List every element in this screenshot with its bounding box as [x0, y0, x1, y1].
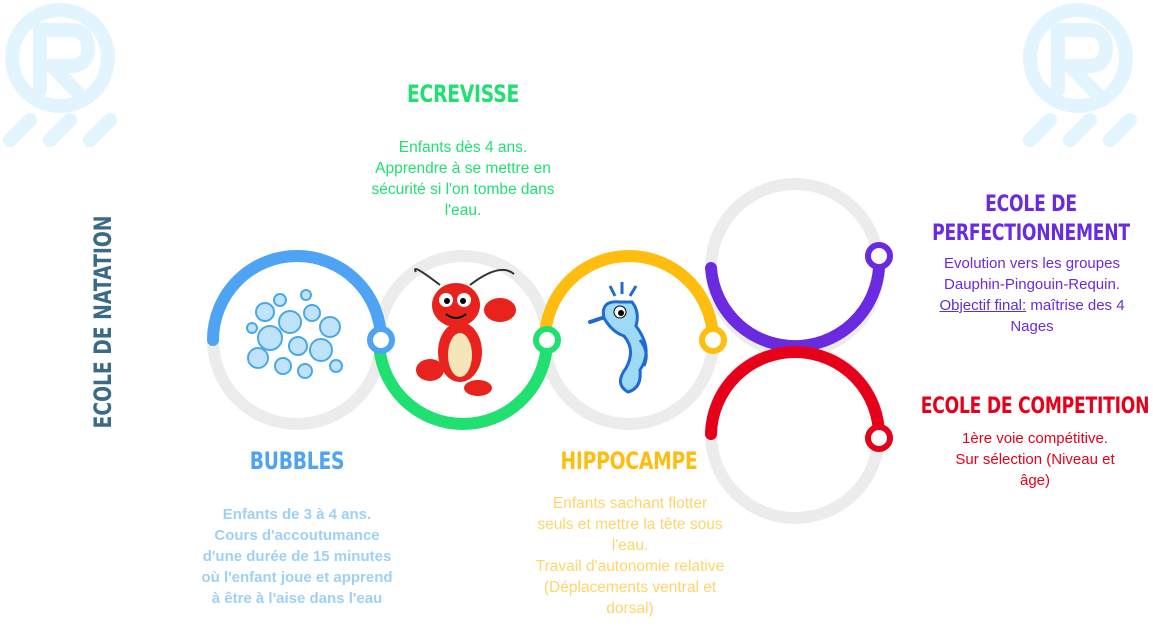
- ecrevisse-line: l'eau.: [444, 202, 482, 219]
- bubbles-title: BUBBLES: [249, 447, 345, 475]
- bubbles-line: à être à l'aise dans l'eau: [211, 590, 383, 607]
- ecrevisse-line: sécurité si l'on tombe dans: [371, 181, 555, 198]
- competition-dot: [865, 424, 893, 452]
- ecrevisse-line: Apprendre à se mettre en: [375, 160, 551, 177]
- hippocampe-description: Enfants sachant flotter seuls et mettre …: [514, 493, 746, 619]
- perfectionnement-dot: [865, 242, 893, 270]
- ecrevisse-line: Enfants dès 4 ans.: [398, 139, 528, 156]
- hippocampe-dot: [699, 326, 727, 354]
- hippocampe-line: Travail d'autonomie relative: [535, 558, 725, 575]
- bubbles-icon: [246, 289, 343, 379]
- side-title: ECOLE DE NATATION: [89, 215, 117, 429]
- hippocampe-line: dorsal): [606, 600, 654, 617]
- hippocampe-line: (Déplacements ventral et: [543, 579, 717, 596]
- perfectionnement-description: Evolution vers les groupes Dauphin-Pingo…: [921, 253, 1143, 337]
- perfectionnement-title: ECOLE DE PERFECTIONNEMENT: [904, 190, 1153, 248]
- hippocampe-line: Enfants sachant flotter: [552, 495, 708, 512]
- perfectionnement-arc: [705, 250, 886, 353]
- perfectionnement-title-line: PERFECTIONNEMENT: [932, 221, 1130, 246]
- competition-description: 1ère voie compétitive. Sur sélection (Ni…: [930, 428, 1140, 491]
- bubbles-description: Enfants de 3 à 4 ans. Cours d'accoutuman…: [180, 504, 414, 609]
- perfectionnement-title-line: ECOLE DE: [985, 192, 1077, 217]
- bubbles-line: d'une durée de 15 minutes: [202, 548, 392, 565]
- ecrevisse-dot: [533, 326, 561, 354]
- hippocampe-arc: [539, 250, 719, 346]
- bubbles-line: Cours d'accoutumance: [214, 527, 380, 544]
- hippocampe-title: HIPPOCAMPE: [560, 447, 698, 475]
- objective-link[interactable]: Objectif final:: [939, 297, 1027, 314]
- competition-title: ECOLE DE COMPETITION: [920, 394, 1150, 419]
- bubbles-arc: [207, 250, 387, 346]
- hippocampe-line: l'eau.: [611, 537, 649, 554]
- perfectionnement-line: Evolution vers les groupes: [944, 255, 1120, 272]
- competition-line: âge): [1019, 472, 1051, 489]
- bubbles-line: où l'enfant joue et apprend: [201, 569, 393, 586]
- seahorse-icon: [588, 282, 648, 394]
- competition-line: 1ère voie compétitive.: [962, 430, 1108, 447]
- perfectionnement-line: Dauphin-Pingouin-Requin.: [944, 276, 1120, 293]
- bubbles-dot: [367, 326, 395, 354]
- ecrevisse-title: ECREVISSE: [407, 80, 519, 108]
- ecrevisse-arc: [373, 334, 553, 430]
- objective-text: maîtrise des 4: [1026, 297, 1125, 314]
- crayfish-icon: [414, 268, 516, 396]
- perfectionnement-line: Objectif final: maîtrise des 4: [921, 295, 1143, 316]
- bubbles-line: Enfants de 3 à 4 ans.: [222, 506, 372, 523]
- competition-arc: [705, 345, 886, 444]
- ecrevisse-description: Enfants dès 4 ans. Apprendre à se mettre…: [363, 137, 563, 221]
- hippocampe-line: seuls et mettre la tête sous: [537, 516, 723, 533]
- perfectionnement-line: Nages: [1010, 318, 1054, 335]
- competition-line: Sur sélection (Niveau et: [955, 451, 1115, 468]
